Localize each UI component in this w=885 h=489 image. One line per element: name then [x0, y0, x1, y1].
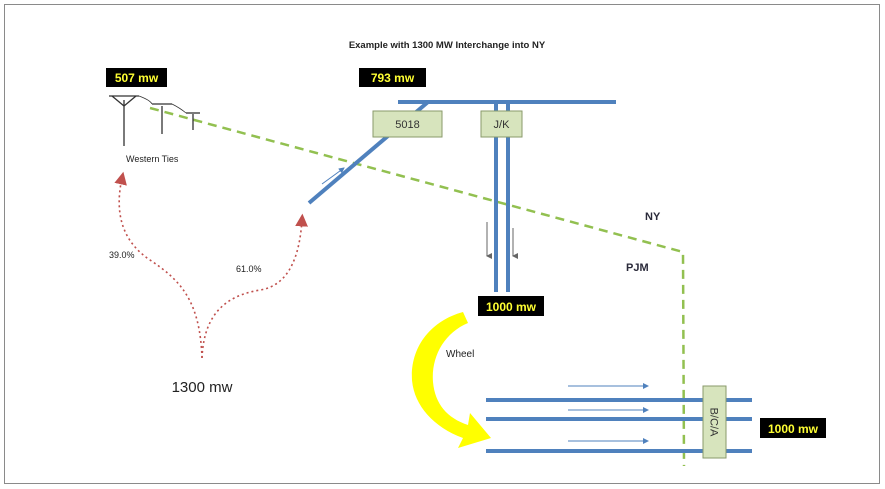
box-jk — [480, 110, 523, 138]
box-bca-label: B/C/A — [708, 408, 720, 437]
split-pct-right: 61.0% — [236, 264, 262, 274]
split-pct-left: 39.0% — [109, 250, 135, 260]
jk-output-flow-badge — [478, 296, 544, 316]
split-arrow-5018 — [201, 213, 308, 359]
box-jk-label: J/K — [494, 119, 511, 131]
box-bca — [702, 385, 727, 459]
western-ties-label: Western Ties — [126, 154, 179, 164]
region-ny-label: NY — [645, 211, 661, 223]
western-ties-flow-badge — [106, 68, 167, 87]
flow-arrow-5018 — [321, 167, 345, 185]
jk-output-flow-value: 1000 mw — [486, 300, 537, 314]
diagram-title: Example with 1300 MW Interchange into NY — [349, 40, 546, 51]
bca-output-flow-value: 1000 mw — [768, 422, 819, 436]
box-5018-label: 5018 — [395, 119, 419, 131]
western-ties-towers-icon — [109, 95, 200, 146]
ny-pjm-boundary — [149, 106, 686, 467]
line-5018-flow-badge — [359, 68, 426, 87]
bca-output-flow-badge — [760, 418, 826, 438]
region-pjm-label: PJM — [626, 262, 649, 274]
western-ties-flow-value: 507 mw — [115, 71, 159, 85]
line-5018-flow-value: 793 mw — [371, 71, 415, 85]
split-arrow-western — [114, 171, 203, 359]
wheel-arrow-icon — [411, 312, 491, 448]
wheel-label: Wheel — [446, 349, 474, 360]
transmission-lines — [307, 100, 752, 453]
box-5018 — [372, 110, 443, 138]
total-interchange-label: 1300 mw — [172, 379, 233, 396]
